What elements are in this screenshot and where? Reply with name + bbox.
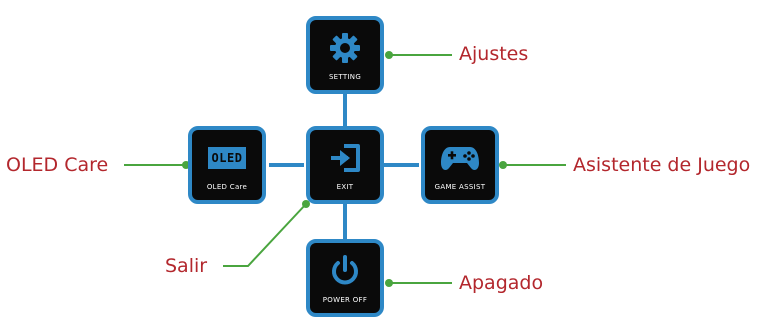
- setting-tile[interactable]: SETTING: [306, 16, 384, 94]
- power-off-tile[interactable]: POWER OFF: [306, 239, 384, 317]
- oled-care-tile[interactable]: OLED OLED Care: [188, 126, 266, 204]
- power-off-caption: POWER OFF: [322, 296, 368, 304]
- callout-asistente: Asistente de Juego: [573, 154, 751, 176]
- game-assist-caption: GAME ASSIST: [434, 183, 486, 191]
- oled-icon: OLED: [208, 142, 246, 174]
- setting-caption: SETTING: [328, 73, 362, 81]
- leader-dot-salir: [302, 200, 310, 208]
- callout-salir: Salir: [165, 255, 208, 277]
- power-icon: [329, 255, 361, 287]
- oled-care-caption: OLED Care: [206, 183, 248, 191]
- callout-ajustes: Ajustes: [459, 43, 529, 65]
- leader-salir: [223, 203, 307, 267]
- leader-dot-asistente: [499, 161, 507, 169]
- leader-dot-ajustes: [385, 51, 393, 59]
- game-assist-tile[interactable]: GAME ASSIST: [421, 126, 499, 204]
- oled-icon-text: OLED: [211, 151, 243, 165]
- exit-icon: [328, 142, 362, 174]
- callout-oled-care: OLED Care: [6, 154, 109, 176]
- callout-apagado: Apagado: [459, 272, 544, 294]
- exit-caption: EXIT: [336, 183, 354, 191]
- exit-tile[interactable]: EXIT: [306, 126, 384, 204]
- gamepad-icon: [440, 142, 480, 174]
- leader-dot-apagado: [385, 279, 393, 287]
- gear-icon: [329, 32, 361, 64]
